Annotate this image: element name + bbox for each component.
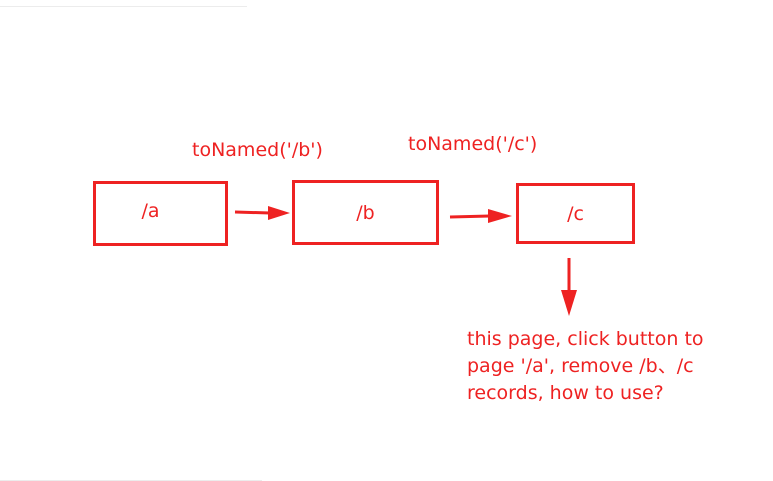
route-label-a: /a xyxy=(141,199,160,222)
arrow-b-to-c xyxy=(449,209,512,223)
route-box-b: /b xyxy=(292,180,439,245)
note-line-2: page '/a', remove /b、/c xyxy=(467,355,694,377)
transition-label-to-c: toNamed('/c') xyxy=(408,133,538,155)
route-label-c: /c xyxy=(567,202,584,225)
arrow-a-to-b xyxy=(234,206,290,220)
route-box-a: /a xyxy=(93,181,228,246)
note-line-3: records, how to use? xyxy=(467,382,664,404)
transition-label-to-b: toNamed('/b') xyxy=(192,139,323,161)
question-note: this page, click button to page '/a', re… xyxy=(467,326,757,407)
note-line-1: this page, click button to xyxy=(467,328,704,350)
route-box-c: /c xyxy=(516,183,635,244)
arrow-c-to-note xyxy=(561,258,577,316)
route-label-b: /b xyxy=(356,201,375,224)
top-divider xyxy=(0,6,247,7)
